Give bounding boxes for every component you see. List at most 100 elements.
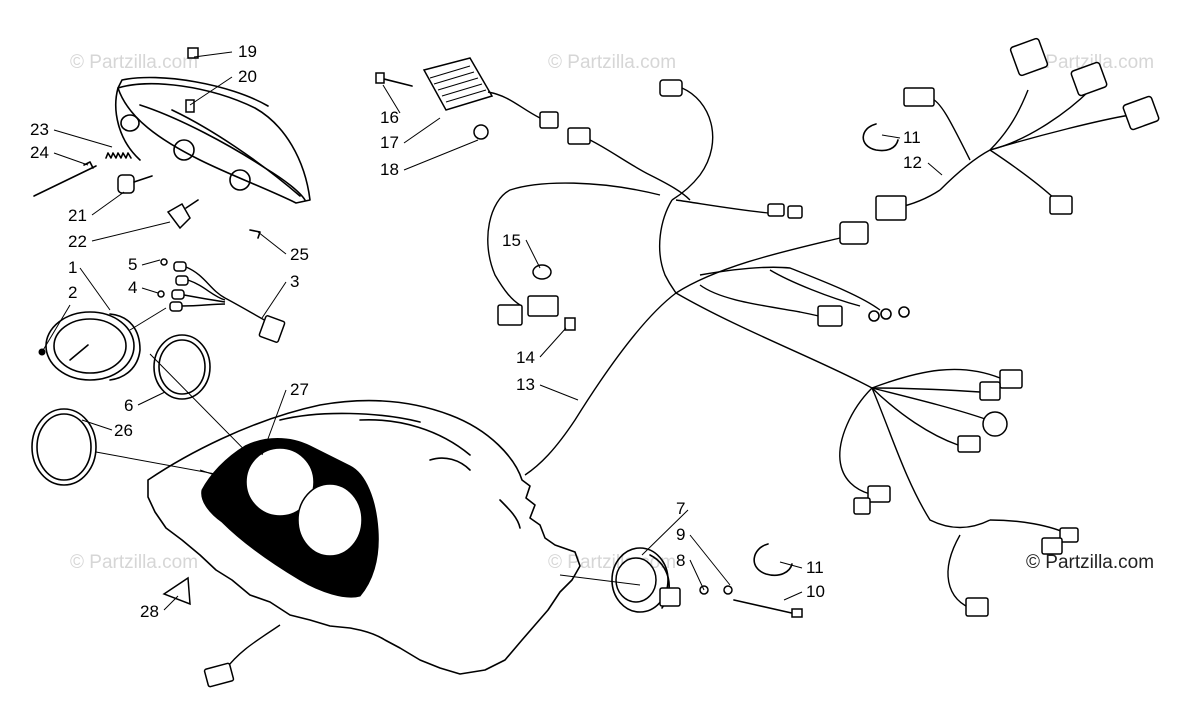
callout-c14: 14 <box>516 327 567 367</box>
callout-number: 7 <box>676 499 685 518</box>
leader-line <box>163 595 179 611</box>
callout-c15: 15 <box>502 231 541 269</box>
callout-number: 6 <box>124 396 133 415</box>
callout-c11a: 11 <box>881 128 921 147</box>
sub-harness <box>862 37 1160 221</box>
callout-c2: 2 <box>41 283 77 353</box>
callout-number: 21 <box>68 206 87 225</box>
leader-line <box>189 76 233 106</box>
dash-panel <box>147 399 581 675</box>
leader-line <box>53 129 113 148</box>
gauge-assembly <box>31 258 331 515</box>
leader-line <box>91 221 171 242</box>
leader-line <box>141 287 159 294</box>
leader-line <box>641 509 689 556</box>
callout-c4: 4 <box>128 278 159 297</box>
leader-line <box>539 327 567 358</box>
leader-line <box>689 559 705 591</box>
callout-c25: 25 <box>257 231 309 264</box>
watermark-text: © Partzilla.com <box>70 552 198 573</box>
adjuster-20 <box>185 99 195 113</box>
callout-c6: 6 <box>124 391 166 415</box>
callout-number: 11 <box>903 128 921 147</box>
leader-line <box>783 591 803 601</box>
leader-line <box>81 419 113 431</box>
callout-c19: 19 <box>193 42 257 61</box>
leader-line <box>927 162 943 176</box>
leader-line <box>382 84 401 114</box>
callout-c26: 26 <box>81 419 133 440</box>
leader-line <box>403 139 479 171</box>
leader-line <box>193 51 233 58</box>
callout-number: 9 <box>676 525 685 544</box>
callout-number: 12 <box>903 153 922 172</box>
callout-c16: 16 <box>380 84 401 127</box>
callout-c5: 5 <box>128 255 161 274</box>
callout-number: 20 <box>238 67 257 86</box>
corner-watermark: © Partzilla.com <box>1026 552 1154 573</box>
callout-c8: 8 <box>676 551 705 591</box>
callout-c27: 27 <box>261 380 309 456</box>
callout-c11b: 11 <box>779 558 824 577</box>
callout-c12: 12 <box>903 153 943 176</box>
callout-c24: 24 <box>30 143 89 166</box>
callout-number: 24 <box>30 143 49 162</box>
callout-number: 25 <box>290 245 309 264</box>
callout-c20: 20 <box>189 67 257 106</box>
leader-line <box>689 534 731 586</box>
watermark-text: © Partzilla.com <box>70 52 198 73</box>
callout-c9: 9 <box>676 525 731 586</box>
callout-c28: 28 <box>140 595 179 621</box>
callout-c18: 18 <box>380 139 479 179</box>
pigtail-connector <box>203 624 281 688</box>
callout-number: 5 <box>128 255 137 274</box>
callout-c21: 21 <box>68 191 125 225</box>
callout-c7: 7 <box>641 499 689 556</box>
callout-number: 2 <box>68 283 77 302</box>
leader-line <box>141 259 161 266</box>
leader-line <box>403 117 441 144</box>
leader-line <box>137 391 166 406</box>
lower-gauge-assembly <box>559 543 803 618</box>
main-harness <box>487 79 1079 617</box>
callout-c22: 22 <box>68 221 171 251</box>
callout-number: 3 <box>290 272 299 291</box>
callout-number: 23 <box>30 120 49 139</box>
callout-c1: 1 <box>68 258 111 311</box>
callout-number: 26 <box>114 421 133 440</box>
callout-number: 17 <box>380 133 399 152</box>
callout-c23: 23 <box>30 120 113 148</box>
callout-c17: 17 <box>380 117 441 152</box>
callout-number: 19 <box>238 42 257 61</box>
clip-19 <box>187 47 199 59</box>
leader-line <box>41 304 71 353</box>
callout-number: 18 <box>380 160 399 179</box>
leader-line <box>257 231 287 255</box>
leader-line <box>261 281 287 319</box>
callout-c10: 10 <box>783 582 825 601</box>
callout-number: 27 <box>290 380 309 399</box>
callout-number: 4 <box>128 278 137 297</box>
watermark-layer: © Partzilla.com © Partzilla.com © Partzill… <box>70 52 1154 573</box>
callout-number: 8 <box>676 551 685 570</box>
watermark-text: © Partzilla.com <box>548 52 676 73</box>
callout-number: 14 <box>516 348 535 367</box>
callout-number: 22 <box>68 232 87 251</box>
leader-line <box>261 389 287 456</box>
leader-line <box>779 561 803 569</box>
callout-number: 28 <box>140 602 159 621</box>
voltage-regulator <box>375 57 691 201</box>
callout-number: 15 <box>502 231 521 250</box>
watermark-text: © Partzilla.com <box>1026 52 1154 73</box>
callout-c3: 3 <box>261 272 299 319</box>
leader-line <box>53 152 89 166</box>
leader-line <box>79 267 111 311</box>
callout-number: 11 <box>806 558 824 577</box>
callout-number: 10 <box>806 582 825 601</box>
callout-c13: 13 <box>516 375 579 401</box>
leader-line <box>539 384 579 401</box>
callout-number: 16 <box>380 108 399 127</box>
